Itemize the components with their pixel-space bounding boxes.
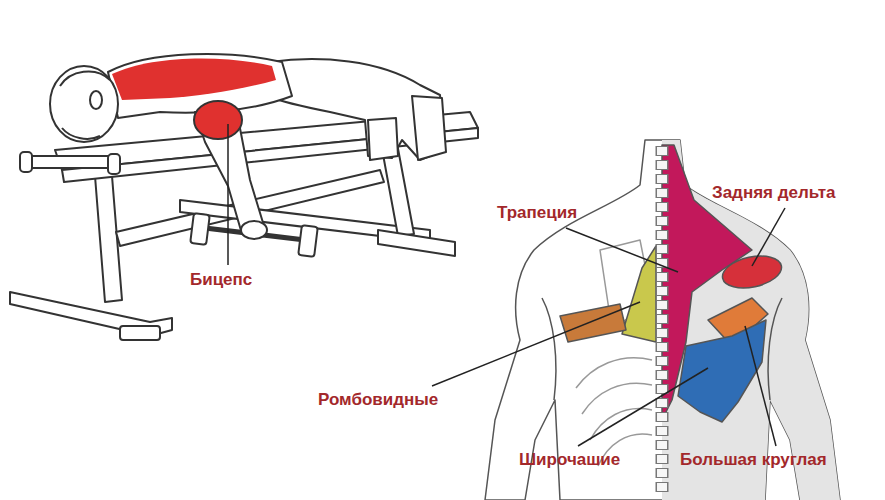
man-figure [50, 66, 118, 142]
bench [108, 154, 120, 174]
back-anatomy [662, 140, 840, 500]
man-figure [241, 221, 267, 239]
back-anatomy [542, 298, 556, 400]
man-figure [412, 96, 446, 160]
man-figure [194, 101, 242, 139]
bench [22, 156, 118, 168]
back-anatomy [590, 409, 652, 440]
bench [20, 152, 32, 172]
man-figure [368, 118, 398, 160]
leader-line [228, 124, 785, 446]
leader-line [432, 302, 640, 386]
muscle-label: Ромбовидные [318, 390, 438, 410]
man-figure [112, 58, 276, 100]
muscle-label: Бицепс [190, 270, 252, 290]
muscle-label: Задняя дельта [712, 183, 836, 203]
back-anatomy [485, 140, 840, 500]
man-figure [190, 213, 210, 245]
bench [120, 326, 160, 340]
bench [378, 230, 455, 256]
muscle-label: Широчашие [519, 450, 620, 470]
man-figure [50, 54, 446, 257]
man-figure [90, 91, 102, 109]
man-figure [298, 225, 318, 257]
back-anatomy [560, 304, 626, 342]
leader-line [566, 228, 678, 272]
back-anatomy [657, 147, 667, 495]
leader-line [227, 124, 229, 265]
man-figure [270, 59, 445, 160]
muscle-label: Большая круглая [680, 450, 827, 470]
back-anatomy [622, 246, 656, 342]
back-anatomy [485, 140, 840, 500]
muscle-label: Трапеция [497, 203, 577, 223]
back-anatomy [768, 298, 782, 400]
back-anatomy [720, 251, 785, 293]
man-figure [60, 71, 110, 86]
back-anatomy [678, 320, 766, 422]
leader-line [745, 326, 776, 446]
man-figure [62, 128, 100, 139]
leader-line [578, 368, 708, 446]
leader-line [752, 208, 785, 266]
back-anatomy [656, 146, 669, 496]
